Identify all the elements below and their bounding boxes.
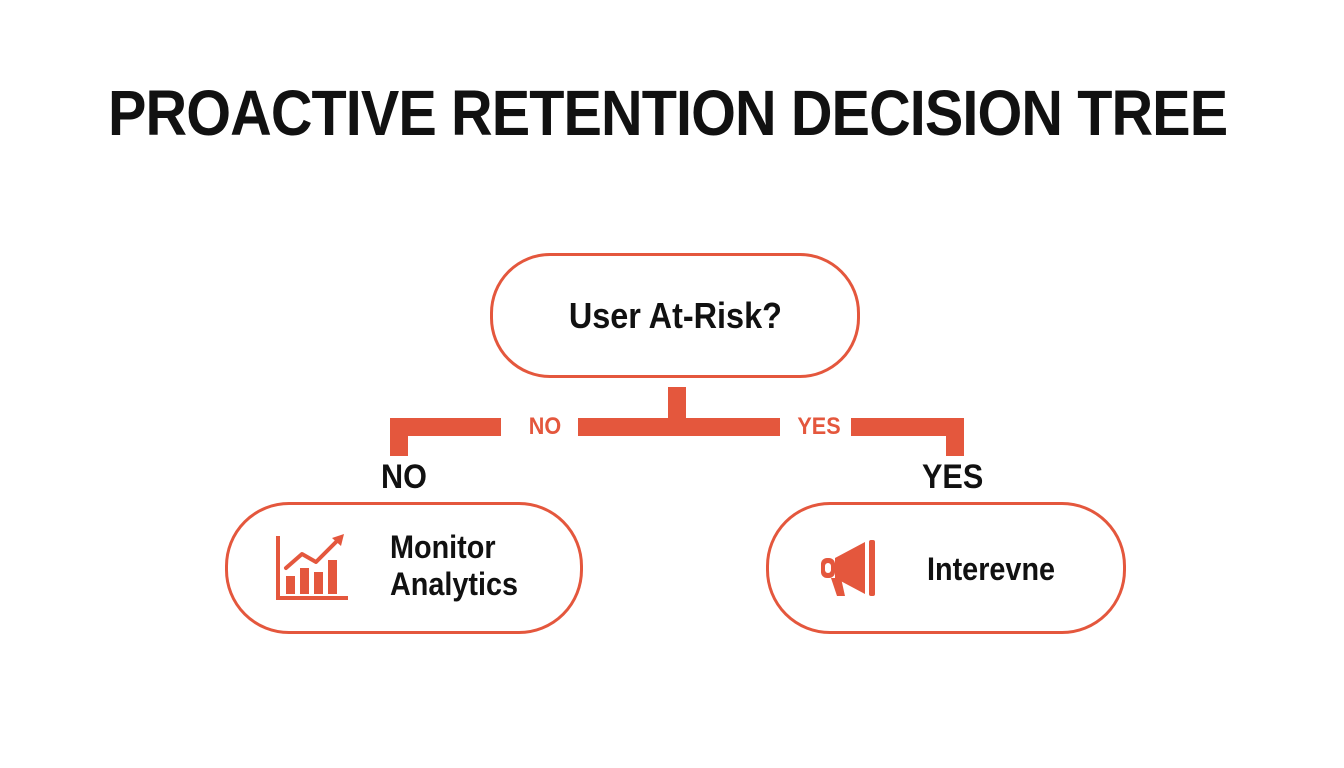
- root-node-label: User At-Risk?: [568, 294, 782, 336]
- branch-no-label: NO: [381, 458, 427, 496]
- monitor-analytics-node: Monitor Analytics: [225, 502, 583, 634]
- connector-right-outer: [851, 418, 964, 436]
- diagram-title: PROACTIVE RETENTION DECISION TREE: [108, 77, 1228, 149]
- megaphone-icon: [817, 538, 887, 607]
- monitor-analytics-line-2: Analytics: [390, 566, 519, 602]
- connector-left-outer: [390, 418, 501, 436]
- bar-chart-trend-icon: [274, 532, 350, 609]
- root-decision-node: User At-Risk?: [490, 253, 860, 378]
- intervene-label: Interevne: [927, 551, 1056, 587]
- branch-yes-label: YES: [922, 458, 984, 496]
- intervene-node: Interevne: [766, 502, 1126, 634]
- connector-right-drop: [946, 418, 964, 456]
- monitor-analytics-line-1: Monitor: [390, 529, 496, 565]
- connector-left-inner: [578, 418, 780, 436]
- monitor-analytics-label: Monitor Analytics: [390, 529, 518, 603]
- branch-no-inline-label: NO: [528, 413, 562, 440]
- branch-yes-inline-label: YES: [797, 413, 841, 440]
- connector-left-drop: [390, 418, 408, 456]
